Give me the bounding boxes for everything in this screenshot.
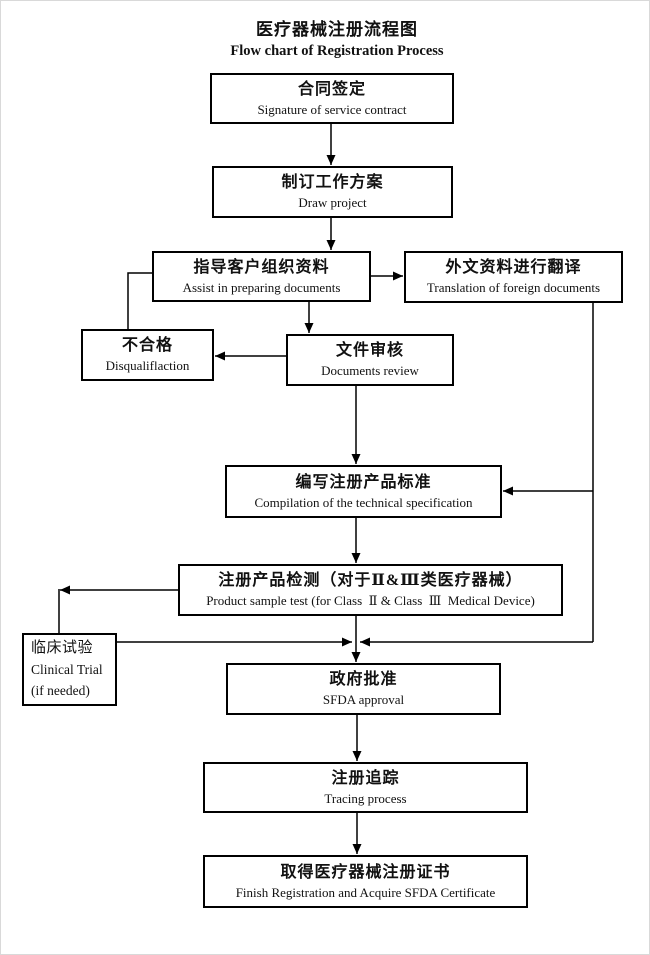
node-disqualification-label-zh: 不合格 [121, 337, 173, 355]
node-sample-test: 注册产品检测（对于Ⅱ&Ⅲ类医疗器械） Product sample test (… [178, 564, 563, 616]
node-tracing: 注册追踪 Tracing process [203, 762, 528, 813]
node-assist-label-zh: 指导客户组织资料 [193, 258, 330, 276]
node-contract: 合同签定 Signature of service contract [210, 73, 454, 124]
node-tracing-label-zh: 注册追踪 [331, 769, 400, 787]
node-review: 文件审核 Documents review [286, 334, 454, 386]
node-certificate: 取得医疗器械注册证书 Finish Registration and Acqui… [203, 855, 528, 908]
node-approval: 政府批准 SFDA approval [226, 663, 501, 715]
page-title-en: Flow chart of Registration Process [230, 43, 444, 59]
node-sample-test-label-en: Product sample test (for Class Ⅱ & Class… [206, 593, 535, 609]
node-approval-label-en: SFDA approval [322, 692, 405, 708]
node-translation: 外文资料进行翻译 Translation of foreign document… [404, 251, 623, 303]
node-certificate-label-en: Finish Registration and Acquire SFDA Cer… [235, 884, 496, 900]
node-compilation: 编写注册产品标准 Compilation of the technical sp… [225, 465, 502, 518]
page-title-zh: 医疗器械注册流程图 [256, 20, 418, 39]
node-contract-label-zh: 合同签定 [297, 80, 366, 98]
node-approval-label-zh: 政府批准 [329, 671, 398, 689]
node-translation-label-en: Translation of foreign documents [426, 280, 601, 296]
node-sample-test-label-zh: 注册产品检测（对于Ⅱ&Ⅲ类医疗器械） [218, 572, 523, 590]
node-review-label-zh: 文件审核 [335, 342, 404, 360]
node-assist: 指导客户组织资料 Assist in preparing documents [152, 251, 371, 302]
line-disqualification-to-assist [127, 272, 152, 329]
node-certificate-label-zh: 取得医疗器械注册证书 [280, 863, 451, 881]
page-title: 医疗器械注册流程图 Flow chart of Registration Pro… [107, 19, 567, 61]
node-clinical-trial-label-en: Clinical Trial [31, 662, 103, 678]
node-disqualification-label-en: Disqualiflaction [105, 358, 190, 374]
node-clinical-trial: 临床试验 Clinical Trial (if needed) [22, 633, 117, 706]
node-contract-label-en: Signature of service contract [257, 101, 407, 117]
node-project-label-en: Draw project [298, 195, 367, 211]
node-clinical-trial-label-zh: 临床试验 [31, 639, 94, 656]
node-review-label-en: Documents review [321, 363, 419, 379]
node-project: 制订工作方案 Draw project [212, 166, 453, 218]
node-tracing-label-en: Tracing process [324, 790, 407, 806]
node-disqualification: 不合格 Disqualiflaction [81, 329, 214, 381]
node-clinical-trial-note: (if needed) [31, 683, 90, 699]
node-project-label-zh: 制订工作方案 [281, 174, 384, 192]
node-compilation-label-zh: 编写注册产品标准 [295, 473, 432, 491]
node-compilation-label-en: Compilation of the technical specificati… [254, 494, 473, 510]
node-assist-label-en: Assist in preparing documents [182, 279, 341, 295]
node-translation-label-zh: 外文资料进行翻译 [445, 259, 582, 277]
